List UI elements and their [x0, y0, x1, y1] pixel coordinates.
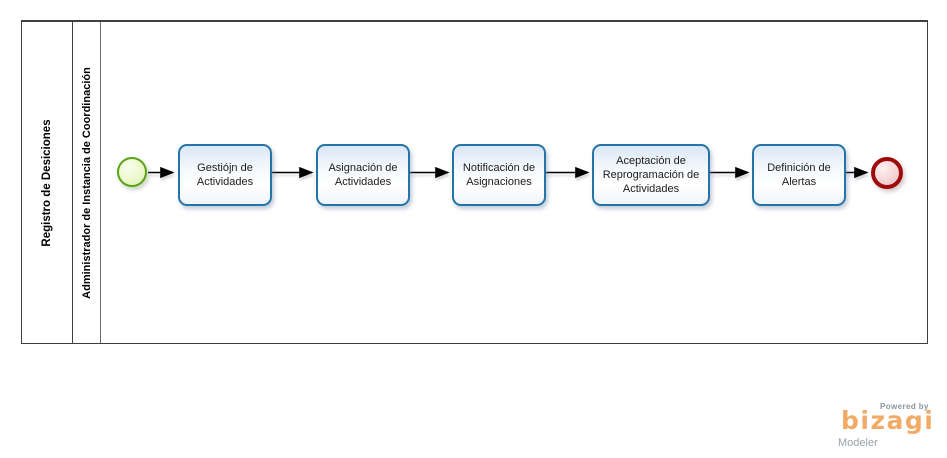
bizagi-wordmark: bizagi — [841, 406, 935, 435]
start-event[interactable] — [117, 157, 147, 187]
task-notificacion-de-asignaciones[interactable]: Notificación de Asignaciones — [452, 144, 546, 206]
powered-by-text: Powered by — [880, 402, 929, 411]
lane-name-band[interactable]: Administrador de Instancia de Coordinaci… — [73, 22, 101, 343]
lane-label: Administrador de Instancia de Coordinaci… — [80, 66, 93, 299]
task-label: Gestiójn de Actividades — [196, 162, 254, 188]
task-aceptacion-de-reprogramacion[interactable]: Aceptación de Reprogramación de Activida… — [592, 144, 710, 206]
end-event[interactable] — [871, 157, 903, 189]
task-asignacion-de-actividades[interactable]: Asignación de Actividades — [316, 144, 410, 206]
pool-label: Registro de Desiciones — [41, 118, 53, 247]
task-label: Notificación de Asignaciones — [462, 162, 536, 188]
modeler-text: Modeler — [838, 437, 878, 449]
pool-name-band[interactable]: Registro de Desiciones — [22, 22, 73, 343]
bizagi-logo: Powered by bizagi Modeler — [836, 400, 936, 452]
task-label: Aceptación de Reprogramación de Activida… — [602, 155, 700, 195]
task-label: Asignación de Actividades — [328, 162, 398, 188]
task-gestion-de-actividades[interactable]: Gestiójn de Actividades — [178, 144, 272, 206]
task-definicion-de-alertas[interactable]: Definición de Alertas — [752, 144, 846, 206]
task-label: Definición de Alertas — [767, 162, 831, 188]
